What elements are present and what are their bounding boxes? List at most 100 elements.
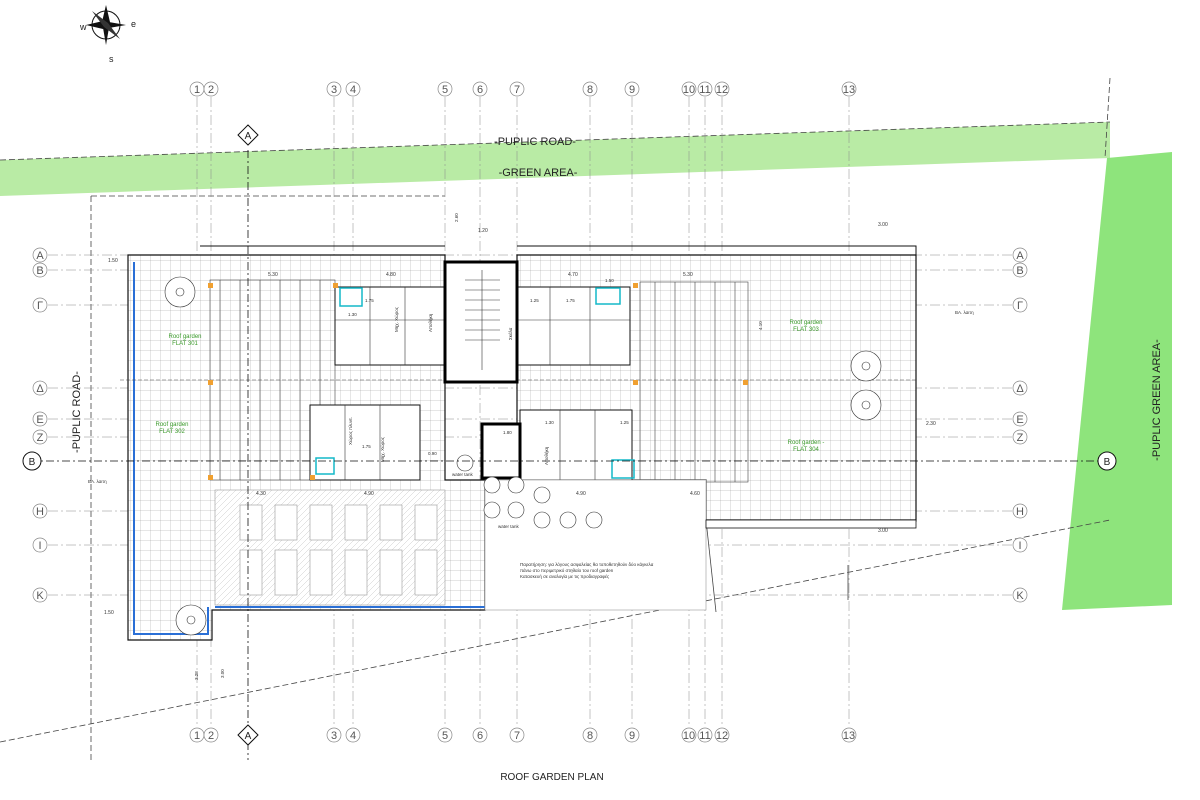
grid-column-bubble	[345, 727, 361, 743]
boundary-lines	[0, 77, 1111, 760]
grid-row-label: Κ	[1016, 590, 1024, 602]
building	[120, 245, 917, 641]
grid-column-label: 11	[699, 84, 710, 96]
grid-row-label: Ι	[1018, 540, 1021, 552]
dim-label: 5.30	[268, 272, 278, 278]
grid-column-label: 9	[629, 730, 635, 742]
room-label: Σκάλα	[507, 327, 513, 340]
dim-label: 4.70	[568, 272, 578, 278]
grid-row-label: Ι	[38, 540, 41, 552]
grid-row-bubble	[1012, 297, 1028, 313]
grid-row-bubble	[1012, 411, 1028, 427]
grid-column-bubble	[714, 727, 730, 743]
grid-column-label: 5	[442, 730, 448, 742]
compass-s: s	[109, 54, 114, 64]
grid-column-label: 4	[350, 84, 356, 96]
grid-row-bubble	[1012, 247, 1028, 263]
dim-label: 1.20	[478, 228, 488, 234]
grid-row-label: Β	[36, 265, 43, 277]
grid-column-label: 13	[843, 84, 855, 96]
grid-column-label: 7	[514, 730, 520, 742]
grid-column-bubble	[697, 81, 713, 97]
garden-303-flat: FLAT 303	[793, 327, 819, 333]
water-tank-label: water tank	[452, 472, 474, 477]
grid-row-bubble	[32, 503, 48, 519]
dim-label: 3.28	[194, 671, 199, 680]
grid-row-label: Ζ	[37, 432, 44, 444]
garden-301-flat: FLAT 301	[172, 341, 198, 347]
grid-column-bubble	[437, 727, 453, 743]
grid-row-bubble	[1012, 262, 1028, 278]
garden-302-label: Roof garden	[155, 422, 188, 428]
grid-column-label: 1	[194, 84, 200, 96]
dim-label: 4.10	[758, 321, 763, 330]
grid-row-bubble	[1012, 587, 1028, 603]
grid-column-bubble	[509, 81, 525, 97]
grid-column-bubble	[326, 81, 342, 97]
section-b-right: B	[1104, 457, 1111, 468]
grid-column-label: 1	[194, 730, 200, 742]
grid-column-bubble	[326, 727, 342, 743]
dim-label: 4.90	[576, 491, 586, 497]
grid-row-label: Ε	[1016, 414, 1023, 426]
grid-column-label: 10	[683, 84, 695, 96]
note-text: Κατασκευή σε αναλογία με τις προδιαγραφέ…	[520, 573, 610, 579]
dim-label: 1.50	[108, 258, 118, 264]
grid-column-bubble	[681, 727, 697, 743]
grid-column-label: 7	[514, 84, 520, 96]
dim-label: 0.90	[428, 451, 437, 456]
water-tank-label: water tank	[498, 524, 520, 529]
grid-row-bubble	[32, 411, 48, 427]
dim-label: 1.75	[362, 444, 371, 449]
grid-column-bubble	[841, 81, 857, 97]
grid-column-label: 2	[208, 730, 214, 742]
grid-column-bubble	[582, 727, 598, 743]
grid-row-label: Δ	[36, 383, 44, 395]
dim-label: 1.30	[545, 420, 554, 425]
dim-label: 1.80	[503, 430, 512, 435]
grid-column-label: 3	[331, 730, 337, 742]
section-markers	[22, 124, 1117, 760]
compass-w: w	[79, 22, 87, 32]
grid-row-bubble	[32, 297, 48, 313]
compass-e: e	[131, 19, 136, 29]
green-area-right	[1062, 152, 1172, 610]
dim-label: 1.25	[620, 420, 629, 425]
note-text: πάνω στο περιμετρικό στηθαίο του roof ga…	[520, 567, 614, 573]
grid-column-bubble	[624, 727, 640, 743]
room-label: Μηχ. Χώρος	[393, 306, 399, 332]
grid-row-bubble	[32, 380, 48, 396]
grid-column-label: 5	[442, 84, 448, 96]
green-area-top	[0, 122, 1110, 196]
grid-column-bubble	[345, 81, 361, 97]
grid-row-bubble	[32, 587, 48, 603]
dim-label: 1.50	[104, 610, 114, 616]
grid-column-bubble	[203, 81, 219, 97]
grid-column-label: 12	[716, 84, 728, 96]
grid-column-bubble	[714, 81, 730, 97]
grid-row-label: Η	[36, 506, 44, 518]
grid-row-bubble	[1012, 380, 1028, 396]
garden-304-label: Roof garden -	[788, 440, 825, 446]
section-a-top: A	[245, 131, 252, 142]
grid-column-bubble	[437, 81, 453, 97]
drawing-title: ROOF GARDEN PLAN	[500, 772, 603, 783]
grid-column-bubble	[624, 81, 640, 97]
grid-column-bubble	[582, 81, 598, 97]
grid-row-label: Κ	[36, 590, 44, 602]
room-label: Αποθήκη	[427, 313, 433, 332]
dim-label: 1.30	[348, 312, 357, 317]
room-label: Αποθήκη	[543, 446, 549, 465]
grid-column-label: 4	[350, 730, 356, 742]
compass-rose	[86, 5, 126, 45]
grid-column-bubble	[472, 727, 488, 743]
grid-column-label: 13	[843, 730, 855, 742]
grid-column-label: 8	[587, 730, 593, 742]
dim-label: 4.60	[690, 491, 700, 497]
road-left-label: -PUPLIC ROAD-	[71, 371, 83, 453]
grid-column-bubble	[472, 81, 488, 97]
grid-column-label: 2	[208, 84, 214, 96]
dim-label: 1.75	[365, 298, 374, 303]
grid-column-label: 10	[683, 730, 695, 742]
